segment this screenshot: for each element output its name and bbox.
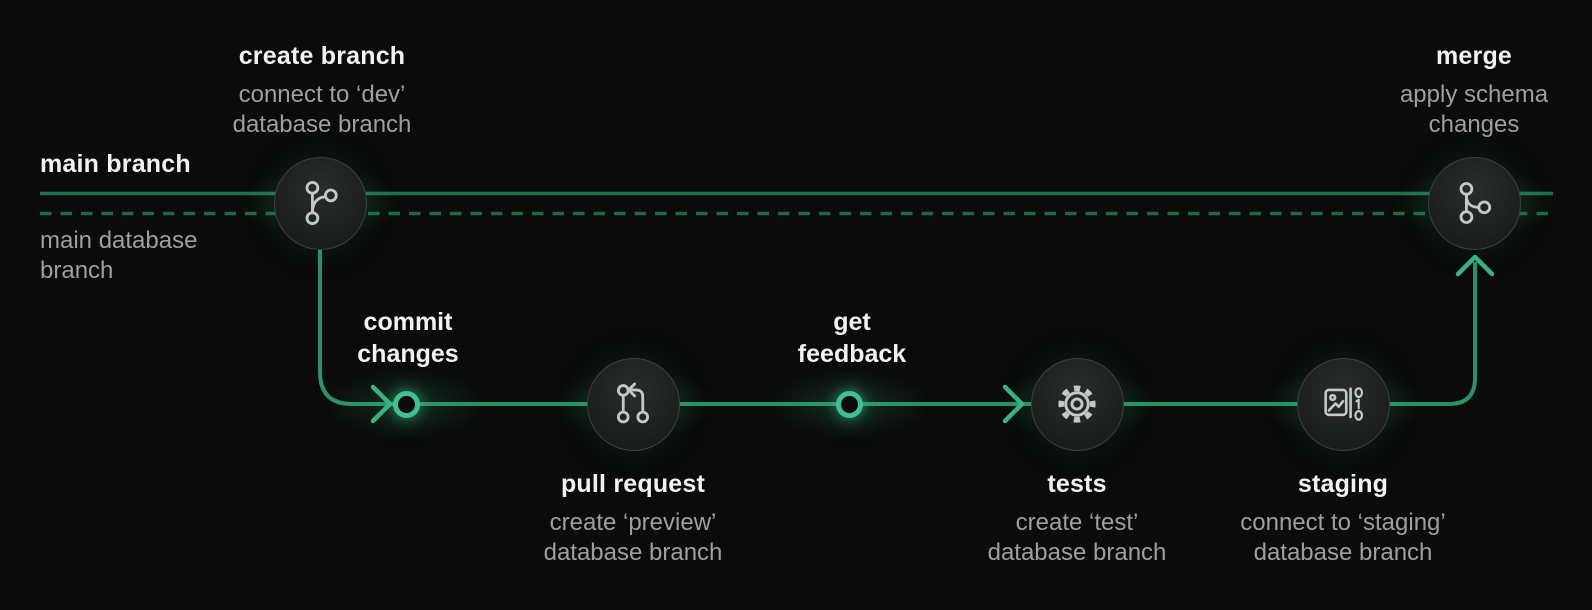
lane-title: main branch [40,150,191,178]
git-branch-icon [305,181,338,225]
git-pull-request-icon [616,382,650,424]
step-title: create branch [238,42,406,70]
get-feedback-ring [835,390,863,418]
label-pull-request: pull request create ‘preview’ database b… [544,470,723,568]
step-subtitle-line2: database branch [1253,539,1433,566]
lane-subtitle-line1: main database [40,227,198,254]
step-title-line2: changes [357,340,459,368]
label-merge: merge apply schema changes [1400,42,1548,140]
label-create-branch: create branch connect to ‘dev’ database … [233,42,412,140]
gear-icon [1058,385,1096,423]
arrow-right-icon [370,384,393,424]
schema-data-icon [1324,387,1364,421]
node-merge [1427,156,1521,250]
feature-branch-path [318,248,1477,406]
step-subtitle-line2: changes [1428,111,1520,138]
node-staging [1296,357,1390,451]
step-title: merge [1435,42,1513,70]
step-subtitle-line1: connect to ‘dev’ [238,81,406,108]
step-subtitle-line1: connect to ‘staging’ [1240,509,1446,536]
step-subtitle-line2: database branch [987,539,1167,566]
node-pull-request [586,357,680,451]
step-title: staging [1297,470,1389,498]
step-title-line2: feedback [797,340,907,368]
commit-changes-ring [392,390,420,418]
step-subtitle-line1: create ‘preview’ [549,509,717,536]
step-subtitle-line1: apply schema [1399,81,1549,108]
step-title-line1: get [833,308,871,336]
label-get-feedback: get feedback [798,306,906,370]
step-subtitle-line2: database branch [232,111,412,138]
label-commit-changes: commit changes [357,306,458,370]
label-main-database-branch: main database branch [40,226,197,286]
label-main-branch: main branch [40,150,191,178]
step-title: tests [1047,470,1107,498]
node-tests [1030,357,1124,451]
label-staging: staging connect to ‘staging’ database br… [1240,470,1445,568]
step-subtitle-line1: create ‘test’ [1015,509,1139,536]
step-title: pull request [560,470,706,498]
arrow-up-icon [1455,254,1495,277]
step-subtitle-line2: database branch [543,539,723,566]
git-merge-icon [1459,182,1492,224]
node-create-branch [273,156,367,250]
label-tests: tests create ‘test’ database branch [988,470,1167,568]
arrow-right-icon [1002,384,1025,424]
lane-subtitle-line2: branch [40,257,114,284]
step-title-line1: commit [363,308,453,336]
